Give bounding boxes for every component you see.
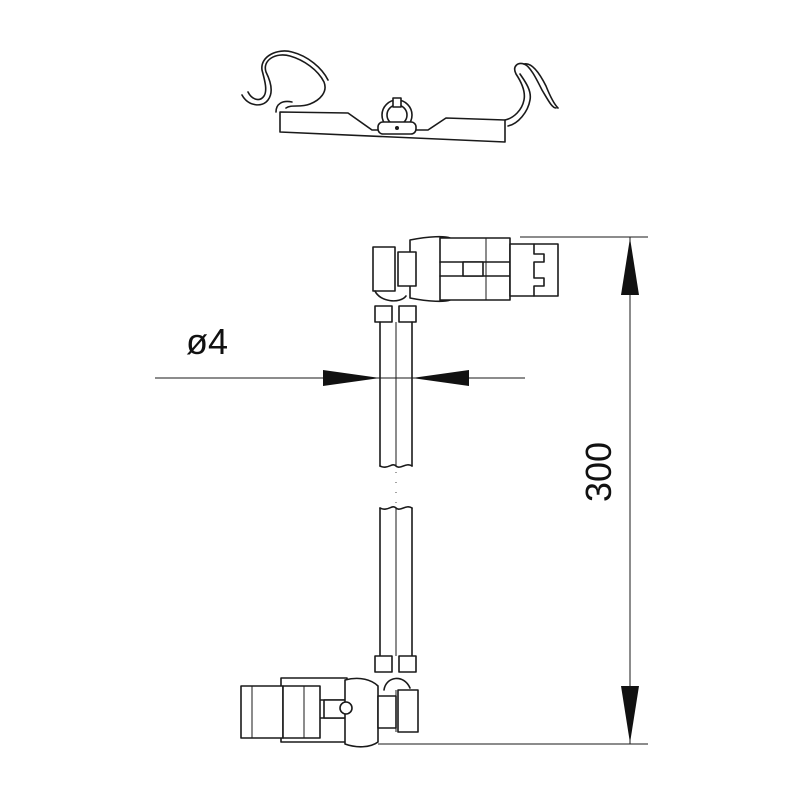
length-arrow-top <box>621 238 639 295</box>
diameter-arrow-left <box>323 370 380 386</box>
diameter-dimension: ø4 <box>155 321 525 386</box>
upper-ferrule-left <box>374 305 393 323</box>
rod-lower-segment <box>379 506 413 657</box>
lower-ferrule-right <box>398 655 417 673</box>
clip-left-spring-wire <box>241 54 326 109</box>
rod-upper-segment <box>379 321 413 468</box>
length-label: 300 <box>578 442 619 502</box>
length-dimension: 300 <box>378 236 648 745</box>
lower-ferrule-left <box>374 655 393 673</box>
spring-clip-top-view <box>241 50 559 143</box>
rod-break-upper <box>379 464 413 468</box>
top-connector <box>372 235 559 303</box>
bottom-connector-tip <box>240 685 284 739</box>
clip-right-spring-wire <box>504 62 557 121</box>
diameter-label: ø4 <box>186 321 228 362</box>
bottom-connector <box>240 677 419 748</box>
length-arrow-bottom <box>621 686 639 743</box>
upper-ferrule-right <box>398 305 417 323</box>
clip-base-plate <box>279 111 506 143</box>
diameter-arrow-right <box>412 370 469 386</box>
linkage-front-view <box>240 235 559 748</box>
